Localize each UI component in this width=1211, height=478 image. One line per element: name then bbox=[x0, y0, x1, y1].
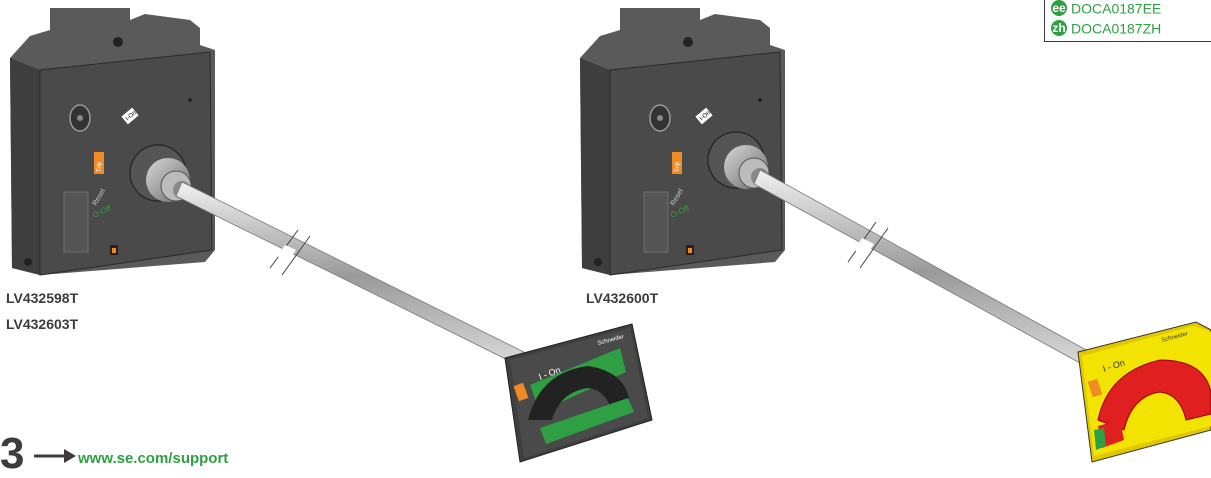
language-badge-ee: ee bbox=[1051, 0, 1067, 17]
model-label-lv432603t: LV432603T bbox=[6, 316, 79, 332]
left-extension-rod bbox=[175, 181, 541, 373]
right-extension-rod bbox=[753, 169, 1109, 375]
reference-code-ee[interactable]: DOCA0187EE bbox=[1071, 0, 1162, 17]
svg-text:Trip: Trip bbox=[97, 161, 103, 172]
right-door-handle: I - On Schneider bbox=[1077, 321, 1211, 463]
right-breaker-unit: I-On Trip Reset O-Off bbox=[580, 8, 785, 276]
model-label-lv432598t: LV432598T bbox=[6, 290, 79, 306]
arrow-right-icon bbox=[34, 449, 76, 463]
reference-code-zh[interactable]: DOCA0187ZH bbox=[1071, 20, 1162, 37]
step-number: 3 bbox=[0, 429, 25, 478]
model-label-lv432600t: LV432600T bbox=[586, 290, 659, 306]
language-badge-zh: zh bbox=[1051, 20, 1067, 37]
svg-text:Trip: Trip bbox=[675, 161, 681, 172]
support-link[interactable]: www.se.com/support bbox=[78, 450, 229, 467]
product-illustration: I-On Trip Reset O-Off I - On Schneider bbox=[10, 8, 1211, 463]
left-breaker-unit: I-On Trip Reset O-Off bbox=[10, 8, 215, 276]
left-door-handle: I - On Schneider bbox=[504, 323, 653, 463]
